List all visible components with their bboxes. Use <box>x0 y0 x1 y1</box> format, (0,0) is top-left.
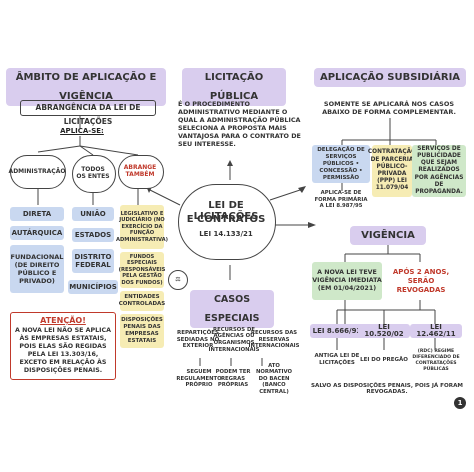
cloud-administracao <box>10 155 66 189</box>
casos-item-reservas: RECURSOS DAS RESERVAS INTERNACIONAIS <box>248 330 300 350</box>
cloud-abrange <box>118 155 164 189</box>
admin-item-autarquica: AUTÁRQUICA <box>10 226 64 240</box>
salvo-note: SALVO AS DISPOSIÇÕES PENAIS, POIS JÁ FOR… <box>311 383 463 395</box>
casos-item-agencias: RECURSOS DE AGÊNCIAS OU ORGANISMOS INTER… <box>208 326 260 353</box>
casos-sub-regras: PODEM TER REGRAS PRÓPRIAS <box>215 369 251 389</box>
right-intro: SOMENTE SE APLICARÁ NOS CASOS ABAIXO DE … <box>322 100 456 116</box>
ente-item-uniao: UNIÃO <box>72 207 114 221</box>
ente-item-df: DISTRITO FEDERAL <box>72 249 114 273</box>
page-number-badge: 1 <box>454 397 466 409</box>
cloud-administracao-label: ADMINISTRAÇÃO <box>8 167 66 175</box>
cloud-entes <box>72 155 116 193</box>
atencao-title: ATENÇÃO! <box>40 316 86 325</box>
abrange-item-disposicoes: DISPOSIÇÕES PENAIS DAS EMPRESAS ESTATAIS <box>120 314 164 348</box>
vigencia-title: VIGÊNCIA <box>350 226 426 245</box>
atencao-box <box>10 312 116 380</box>
center-definition: É O PROCEDIMENTO ADMINISTRATIVO MEDIANTE… <box>178 100 301 148</box>
casos-title: CASOS ESPECIAIS <box>190 290 274 328</box>
lei-8666: LEI 8.666/93 <box>310 324 364 338</box>
cloud-entes-label: TODOS OS ENTES <box>76 166 110 180</box>
lei-12462: LEI 12.462/11 <box>410 324 462 338</box>
ente-item-estados: ESTADOS <box>72 228 114 242</box>
logo-icon: ⚖ <box>168 270 188 290</box>
cloud-abrange-label: ABRANGE TAMBÉM <box>123 164 157 178</box>
vig-right: APÓS 2 ANOS, SERÃO REVOGADAS <box>392 267 450 294</box>
sub-item-publicidade: SERVIÇOS DE PUBLICIDADE QUE SEJAM REALIZ… <box>412 145 466 197</box>
abrange-item-fundos: FUNDOS ESPECIAIS (RESPONSÁVEIS PELA GEST… <box>119 252 165 288</box>
sub-item-delegacao: DELEGAÇÃO DE SERVIÇOS PÚBLICOS • CONCESS… <box>312 145 370 183</box>
lei-12462-sub: (RDC) REGIME DIFERENCIADO DE CONTRATAÇÕE… <box>412 349 460 372</box>
vig-left: A NOVA LEI TEVE VIGÊNCIA IMEDIATA (EM 01… <box>312 262 382 300</box>
ente-item-municipios: MUNICÍPIOS <box>68 280 118 294</box>
sub-note: APLICA-SE DE FORMA PRIMÁRIA A LEI 8.987/… <box>314 190 368 210</box>
casos-sub-regulamento: SEGUEM REGULAMENTO PRÓPRIO <box>176 369 222 389</box>
admin-item-direta: DIRETA <box>10 207 64 221</box>
main-cloud-line1: LEI DE LICITAÇÕES <box>193 200 259 222</box>
center-title: LICITAÇÃO PÚBLICA <box>182 68 286 106</box>
abrange-item-entidades: ENTIDADES CONTROLADAS <box>119 291 165 311</box>
aplica-label: APLICA-SE: <box>60 127 104 135</box>
lei-10520-sub: LEI DO PREGÃO <box>360 356 408 363</box>
main-cloud-line2: E CONTRATOS <box>186 214 266 225</box>
casos-sub-bacen: ATO NORMATIVO DO BACEN (BANCO CENTRAL) <box>255 362 293 395</box>
atencao-text: A NOVA LEI NÃO SE APLICA ÀS EMPRESAS EST… <box>15 327 111 374</box>
lei-8666-sub: ANTIGA LEI DE LICITAÇÕES <box>314 353 360 366</box>
left-subtitle: ABRANGÊNCIA DA LEI DE LICITAÇÕES <box>20 100 156 126</box>
abrange-item-legislativo: LEGISLATIVO E JUDICIÁRIO (NO EXERCÍCIO D… <box>116 205 168 249</box>
right-title: APLICAÇÃO SUBSIDIÁRIA <box>314 68 466 87</box>
main-cloud-line3: LEI 14.133/21 <box>199 230 253 238</box>
casos-item-reparticoes: REPARTIÇÕES SEDIADAS NO EXTERIOR <box>176 329 220 350</box>
main-cloud <box>178 184 276 260</box>
sub-item-ppp: CONTRATAÇÃO DE PARCERIA PÚBLICO-PRIVADA … <box>368 145 416 197</box>
admin-item-fundacional: FUNDACIONAL (DE DIREITO PÚBLICO E PRIVAD… <box>10 245 64 293</box>
lei-10520: LEI 10.520/02 <box>358 324 410 338</box>
left-title: ÂMBITO DE APLICAÇÃO E VIGÊNCIA <box>6 68 166 106</box>
